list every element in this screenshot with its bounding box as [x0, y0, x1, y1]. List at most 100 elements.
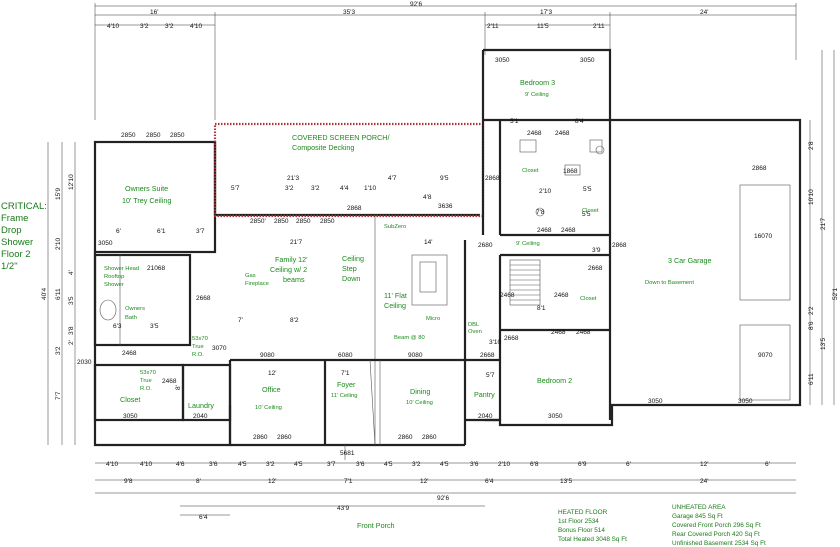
win-1868: 1868 — [563, 168, 578, 175]
dim-right-7: 52'1 — [832, 288, 839, 300]
dbl-oven-2: Oven — [468, 329, 482, 335]
win-owners-1: 2850 — [121, 132, 136, 139]
dim-bottom-r1-13: 2'10 — [498, 461, 510, 468]
dim-55: 5'5 — [583, 186, 592, 193]
dim-353: 35'3 — [343, 9, 355, 16]
dim-110: 1'10 — [364, 185, 376, 192]
dim-16: 16' — [150, 9, 158, 16]
win-fam-3: 2850 — [296, 218, 311, 225]
win-2860b: 2860 — [277, 434, 292, 441]
dim-bottom-r1-16: 6' — [626, 461, 631, 468]
heated-line-2: Bonus Floor 514 — [558, 527, 605, 534]
dim-6a: 6' — [116, 228, 121, 235]
win-3070: 3070 — [212, 345, 227, 352]
win-3050-g1: 3050 — [648, 398, 663, 405]
dim-47: 4'7 — [388, 175, 397, 182]
dim-12: 12' — [268, 370, 276, 377]
dim-overall-bottom: 92'6 — [437, 495, 449, 502]
dim-bottom-r1-2: 4'6 — [176, 461, 185, 468]
win-2868c: 2868 — [612, 242, 627, 249]
dim-bottom-r2-2: 12' — [268, 478, 276, 485]
family-label-1: Family 12' — [275, 255, 308, 264]
dim-439: 43'9 — [337, 505, 349, 512]
dim-right-5: 13'5 — [820, 338, 827, 350]
dim-bottom-r2-6: 13'5 — [560, 478, 572, 485]
foyer-ceiling: 11' Ceiling — [331, 393, 357, 399]
win-2468-c5: 2468 — [551, 329, 566, 336]
win-2468b: 2468 — [162, 378, 177, 385]
dim-right-3: 2'2 — [808, 306, 815, 315]
owners-bath-2: Bath — [125, 315, 137, 321]
dim-410b: 4'10 — [190, 23, 202, 30]
dbl-oven-1: DBL — [468, 322, 480, 328]
ceiling-9-label: 9' Ceiling — [516, 241, 540, 247]
win-2040b: 2040 — [478, 413, 493, 420]
win-fam-1: 2850' — [250, 218, 266, 225]
closet-b2-label: Closet — [580, 296, 597, 302]
dim-left-6: 3'2 — [55, 346, 62, 355]
family-label-3: beams — [283, 275, 305, 284]
top-dimensions: 92'6 16' 35'3 17'3 24' 4'10 3'2 3'2 4'10… — [94, 1, 797, 120]
dim-57: 5'7 — [231, 185, 240, 192]
laundry-label: Laundry — [188, 401, 214, 410]
closet-label: Closet — [120, 395, 140, 404]
dining-ceiling: 10' Ceiling — [406, 400, 433, 406]
unheated-line-2: Covered Front Porch 296 Sq Ft — [672, 522, 761, 529]
dim-left-2: 40'4 — [41, 288, 48, 300]
rooftop-label: Rooftop — [104, 274, 124, 280]
dim-32a: 3'2 — [140, 23, 149, 30]
dim-right-6: 6'11 — [808, 373, 815, 385]
true-ro-1a: 53x70 — [140, 370, 156, 376]
shower-label: Shower — [104, 282, 124, 288]
owners-suite-ceiling: 10' Trey Ceiling — [122, 196, 171, 205]
dim-left-10: 8' — [175, 385, 182, 390]
win-2668b: 2668 — [480, 352, 495, 359]
win-2680: 2680 — [478, 242, 493, 249]
win-2668a: 2668 — [196, 295, 211, 302]
win-fam-2: 2850 — [274, 218, 289, 225]
win-owners-2: 2850 — [146, 132, 161, 139]
win-16070: 16070 — [754, 233, 772, 240]
shower-head-label: Shower Head — [104, 266, 139, 272]
dim-left-3: 2'10 — [55, 238, 62, 250]
win-owners-3: 2850 — [170, 132, 185, 139]
gas-fireplace-2: Fireplace — [245, 281, 269, 287]
unheated-area-table: UNHEATED AREA Garage 845 Sq Ft Covered F… — [672, 504, 766, 547]
ceiling-step-1: Ceiling — [342, 254, 364, 263]
dim-left-11: 4' — [68, 270, 75, 275]
foyer-label: Foyer — [337, 380, 356, 389]
owners-bath-1: Owners — [125, 306, 145, 312]
dim-bottom-r1-6: 4'5 — [294, 461, 303, 468]
dim-bottom-r1-17: 12' — [700, 461, 708, 468]
dim-63: 6'3 — [113, 323, 122, 330]
win-2668d: 2668 — [588, 265, 603, 272]
front-porch-label: Front Porch — [357, 521, 395, 530]
unheated-line-3: Rear Covered Porch 420 Sq Ft — [672, 531, 760, 538]
win-2468e: 2468 — [500, 292, 515, 299]
dim-bottom-r1-11: 4'5 — [440, 461, 449, 468]
office-ceiling: 10' Ceiling — [255, 405, 282, 411]
dim-210: 2'10 — [539, 188, 551, 195]
win-2468f: 2468 — [554, 292, 569, 299]
dim-32a-int: 3'2 — [285, 185, 294, 192]
dim-bottom-r1-3: 3'6 — [209, 461, 218, 468]
dim-bottom-r1-8: 3'6 — [356, 461, 365, 468]
critical-note: CRITICAL: Frame Drop Shower Floor 2 1/2" — [1, 201, 47, 272]
dim-81: 8'1 — [537, 305, 546, 312]
dim-left-4: 6'11 — [55, 288, 62, 300]
dim-82: 8'2 — [290, 317, 299, 324]
win-3636: 3636 — [438, 203, 453, 210]
dim-211b: 2'11 — [593, 23, 605, 30]
ceiling-step-3: Down — [342, 274, 360, 283]
critical-line-6: 1/2" — [1, 261, 18, 272]
beam-label: Beam @ 80 — [394, 335, 425, 341]
pantry-label: Pantry — [474, 390, 495, 399]
dim-left-5: 3'5 — [68, 296, 75, 305]
office-label: Office — [262, 385, 281, 394]
win-9070: 9070 — [758, 352, 773, 359]
dim-55b: 5'5 — [582, 211, 591, 218]
